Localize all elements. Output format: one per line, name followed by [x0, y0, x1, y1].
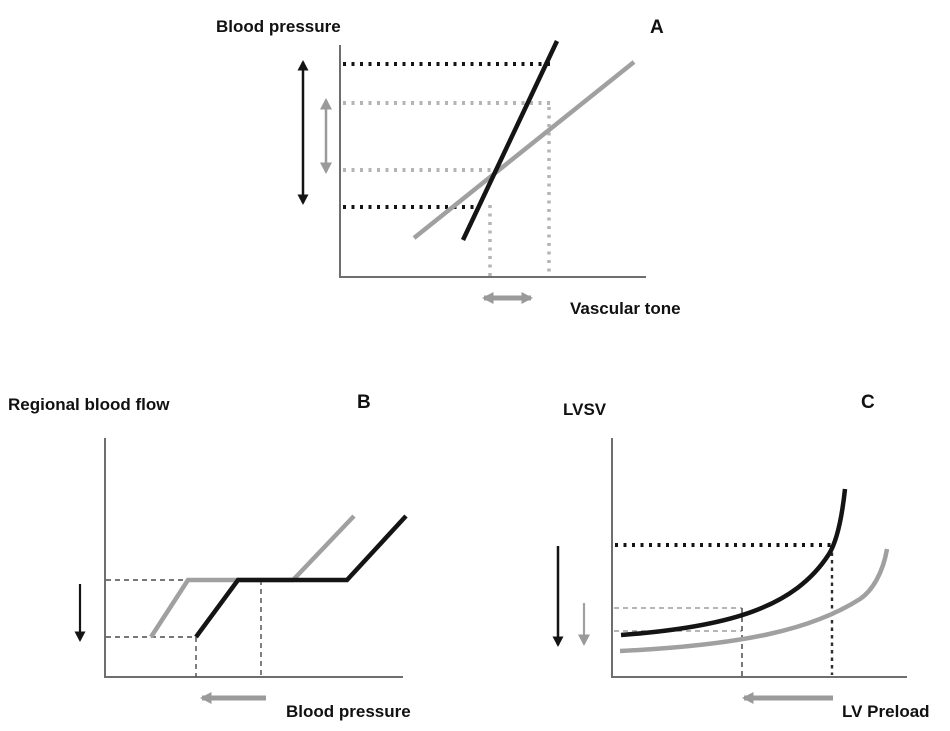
- panel-a-gray-line: [412, 60, 636, 240]
- panel-a-y-axis-label: Blood pressure: [216, 17, 341, 36]
- panel-a: Blood pressure A Vascular tone: [216, 17, 681, 318]
- panel-a-x-axis-label: Vascular tone: [570, 299, 681, 318]
- panel-b-x-axis-label: Blood pressure: [286, 702, 411, 721]
- panel-b-letter: B: [357, 392, 371, 413]
- panel-c-axes: [611, 438, 907, 678]
- panel-a-black-line: [460, 40, 560, 241]
- panel-b-black-curve: [194, 514, 408, 639]
- panel-b-axes: [104, 438, 403, 678]
- panel-a-letter: A: [650, 17, 664, 38]
- panel-c-letter: C: [861, 392, 875, 413]
- panel-b-gray-curve: [149, 514, 356, 639]
- panel-c-y-axis-label: LVSV: [563, 400, 607, 419]
- panel-c: LVSV C LV Preload: [552, 392, 930, 721]
- panel-a-axes: [339, 45, 646, 278]
- panel-c-black-curve: [620, 488, 848, 638]
- panel-c-x-axis-label: LV Preload: [842, 702, 930, 721]
- panel-b: Regional blood flow B Blood pressure: [8, 392, 411, 721]
- panel-c-gray-curve: [619, 548, 890, 654]
- panel-b-y-axis-label: Regional blood flow: [8, 395, 170, 414]
